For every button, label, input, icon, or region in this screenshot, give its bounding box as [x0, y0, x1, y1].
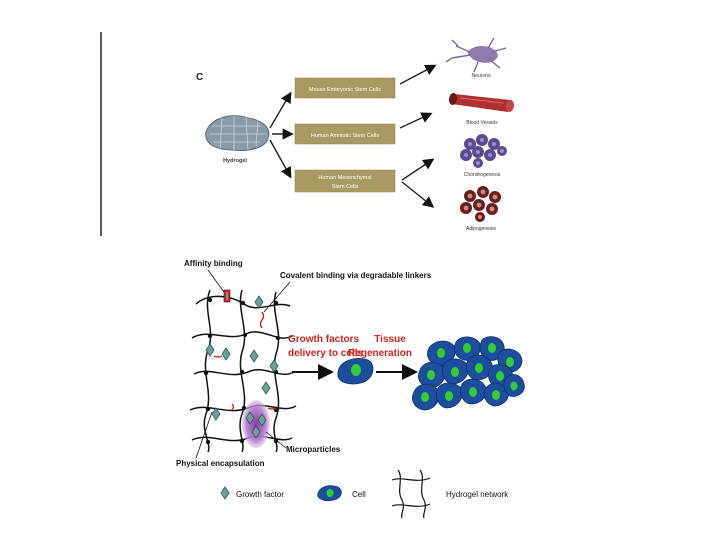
microparticles-label: Microparticles: [286, 445, 341, 454]
stem-cell-box-mouse: Mouse Embryonic Stem Cells: [294, 77, 396, 99]
cell-icon: [317, 485, 342, 502]
growth-factor-markers: [205, 295, 279, 439]
stem-cell-box-mesenchymal: Human Mesenchymal Stem Cells: [294, 169, 396, 193]
blood-vessel-icon: [448, 93, 515, 112]
stem-cell-label-line2: Stem Cells: [332, 184, 359, 190]
growth-factor-icon: [221, 347, 231, 361]
legend-hydrogel: Hydrogel network: [446, 490, 509, 499]
outcome-label: Blood Vessels: [466, 120, 498, 126]
covalent-binding-label: Covalent binding via degradable linkers: [280, 271, 432, 280]
legend-cell: Cell: [352, 490, 366, 499]
panel-label: C: [196, 72, 203, 83]
legend-growth-factor: Growth factor: [236, 490, 284, 499]
stem-cell-label: Mouse Embryonic Stem Cells: [309, 87, 381, 93]
branch-arrows: [269, 91, 294, 179]
physical-encapsulation-label: Physical encapsulation: [176, 459, 265, 468]
growth-factor-icon: [254, 295, 264, 309]
affinity-binding-icon: [223, 289, 231, 303]
growth-factor-icon: [257, 413, 267, 427]
neuron-icon: [445, 37, 507, 73]
callout-line: [207, 269, 225, 293]
growth-factor-icon: [249, 349, 259, 363]
outcome-label: Adipogenesis: [466, 226, 497, 232]
hydrogel-network-icon: [391, 469, 431, 519]
outcome-label: Neurons: [472, 73, 491, 79]
panel-c: C Hydrogel Mouse Embryonic Stem Cells Hu…: [100, 32, 515, 236]
step2-text-line1: Tissue: [374, 334, 406, 345]
cell-icon: [337, 358, 374, 385]
step2-text-line2: Regeneration: [348, 348, 412, 359]
panel-growth-factor-delivery: Affinity binding Covalent binding via de…: [176, 259, 525, 519]
hydrogel-label: Hydrogel: [223, 158, 247, 164]
covalent-linkers: [213, 311, 277, 411]
outcome-label: Chondrogenesis: [464, 172, 501, 178]
stem-cell-label: Human Amniotic Stem Cells: [311, 133, 379, 139]
hydrogel-icon: [205, 115, 270, 152]
growth-factor-icon: [205, 343, 215, 357]
growth-factor-icon: [251, 425, 261, 439]
stem-cell-label-line1: Human Mesenchymal: [318, 175, 371, 181]
growth-factor-icon: [261, 381, 271, 395]
step1-text-line1: Growth factors: [288, 334, 360, 345]
stem-cell-box-amniotic: Human Amniotic Stem Cells: [294, 123, 396, 145]
callout-line: [195, 411, 213, 459]
affinity-binding-label: Affinity binding: [184, 259, 243, 268]
outcome-arrows: [399, 64, 437, 208]
growth-factor-icon: [269, 359, 279, 373]
chondrogenesis-icon: [460, 134, 507, 168]
tissue-nuclei: [421, 343, 518, 402]
growth-factor-icon: [245, 411, 255, 425]
growth-factor-icon: [220, 486, 230, 500]
callout-line: [265, 431, 287, 449]
step1-text-line2: delivery to cells: [288, 348, 363, 359]
callout-line: [263, 281, 291, 313]
microparticle: [242, 400, 270, 448]
growth-factor-icon: [211, 407, 221, 421]
legend: Growth factor Cell Hydrogel network: [220, 469, 509, 519]
adipogenesis-icon: [460, 186, 501, 222]
